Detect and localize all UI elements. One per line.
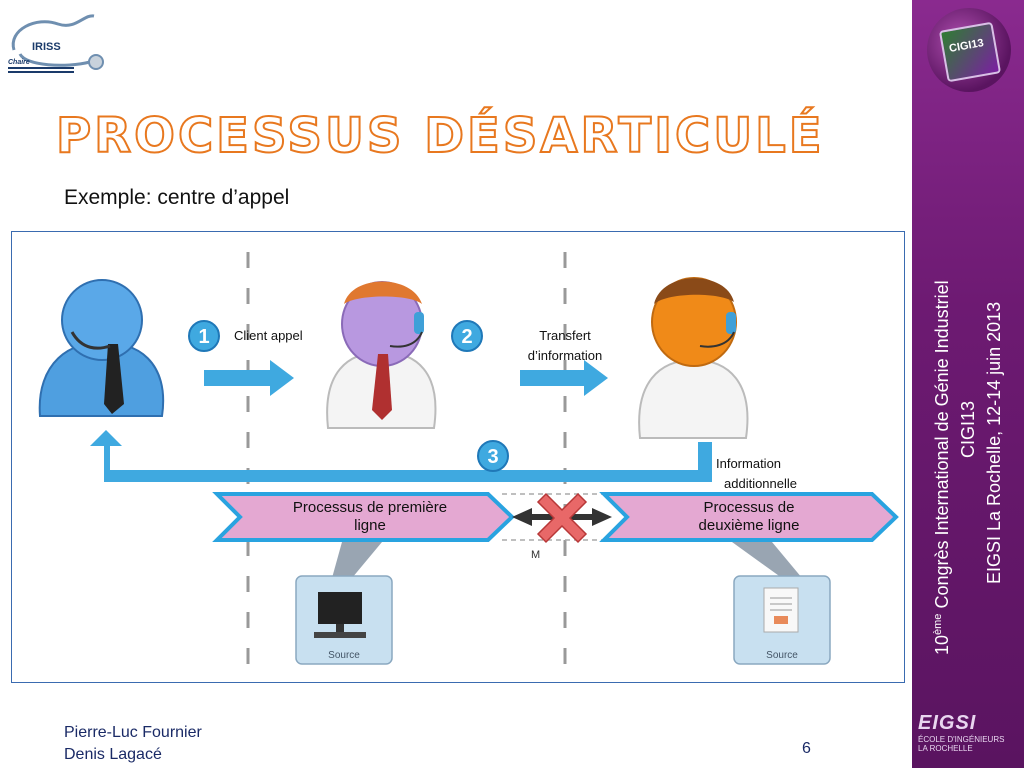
label-info-line2: additionnelle [724,476,798,491]
iriss-text: IRISS [32,41,61,53]
source-document-icon: Source [733,575,831,665]
eigsi-logo: EIGSI ÉCOLE D'INGÉNIEURS LA ROCHELLE [918,712,1005,753]
client-person-icon [38,279,165,417]
author-1: Pierre-Luc Fournier [64,724,202,741]
blocked-connection-icon [512,492,612,544]
process-2-label-line1: Processus de [703,499,795,516]
step-1-badge: 1 [188,320,220,352]
process-1-chevron [212,492,515,542]
congress-title: 10ème Congrès International de Génie Ind… [932,280,952,655]
slide-title: PROCESSUS DÉSARTICULÉ [55,107,825,165]
svg-text:1: 1 [198,326,209,348]
arrow-step-2 [520,360,608,396]
agent2-person-icon [638,277,749,439]
source-computer-icon: Source [295,575,393,665]
page-number: 6 [802,740,811,757]
svg-text:Source: Source [766,650,798,661]
label-transfer-line2: d’information [527,348,603,363]
process-2-label-line2: deuxième ligne [698,517,800,534]
step-2-badge: 2 [451,320,483,352]
svg-text:2: 2 [461,326,472,348]
congress-location: EIGSI La Rochelle, 12-14 juin 2013 [984,301,1004,584]
sidebar-band: CIGI13 [912,0,1024,768]
author-2: Denis Lagacé [64,746,162,763]
label-info-line1: Information [716,456,782,471]
diagram-frame: 1 2 3 M Source [11,231,905,683]
slide-subtitle: Exemple: centre d’appel [64,186,290,209]
authors: Pierre-Luc Fournier Denis Lagacé [64,722,202,766]
label-client-call: Client appel [234,328,303,343]
svg-text:M: M [531,549,540,561]
svg-text:3: 3 [487,446,498,468]
process-1-label-line1: Processus de première [292,499,448,516]
cigi-logo: CIGI13 [927,8,1011,92]
svg-text:Source: Source [328,650,360,661]
process-1-label-line2: ligne [354,517,386,534]
step-3-badge: 3 [477,440,509,472]
congress-code: CIGI13 [958,400,978,458]
svg-text:Chaire: Chaire [8,59,30,66]
iriss-logo: IRISS Chaire [8,14,104,73]
arrow-step-1 [204,360,294,396]
process-2-chevron [599,492,899,542]
label-transfer-line1: Transfert [539,328,591,343]
arrow-step-3 [90,430,712,482]
agent1-person-icon [326,281,437,429]
diagram-canvas: 1 2 3 M Source [38,252,899,672]
